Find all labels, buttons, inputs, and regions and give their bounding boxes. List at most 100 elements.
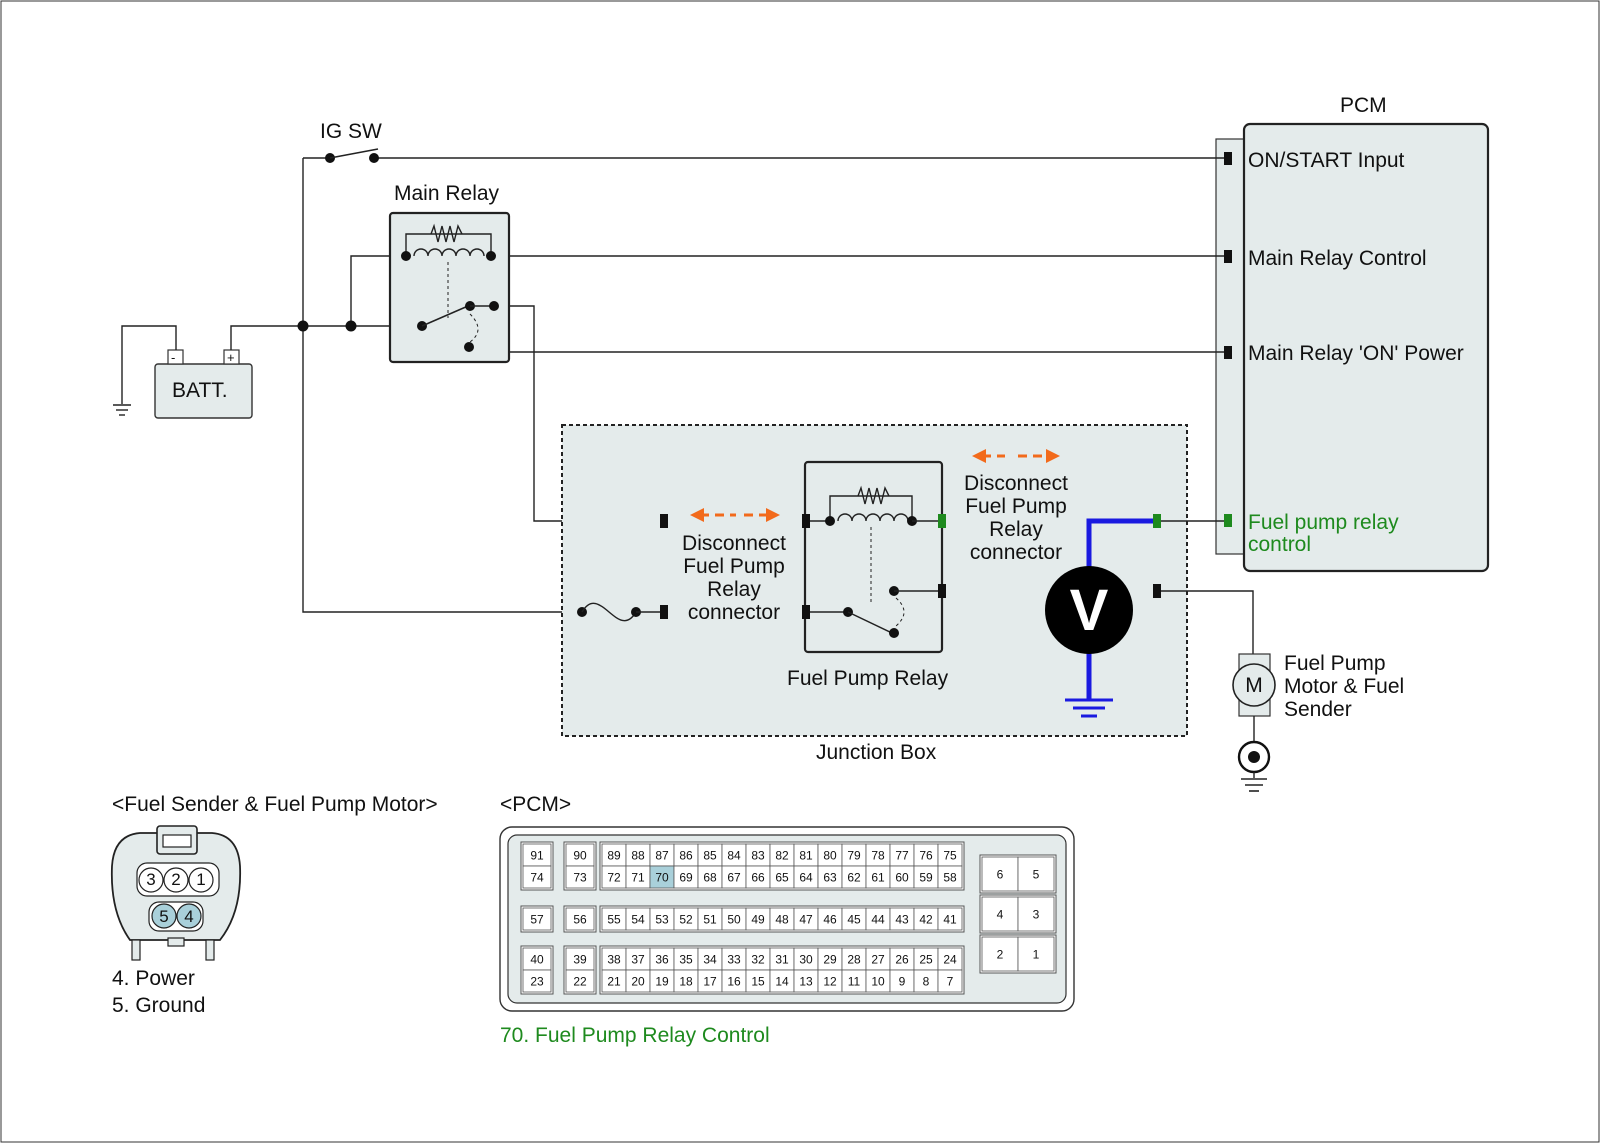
pcm-pin-label: 39: [573, 953, 587, 967]
pcm-pin-label: 70: [655, 871, 669, 885]
pcm-pin-label: 35: [679, 953, 693, 967]
pcm-pin-label: 63: [823, 871, 837, 885]
pcm-pin-label: 60: [895, 871, 909, 885]
pcm-body: [1242, 122, 1490, 573]
pcm-pin-label: 54: [631, 913, 645, 927]
fuel-pump-relay-body: [803, 460, 944, 654]
motor-label: M: [1245, 674, 1263, 697]
fuel-sender-pin-label: 1: [196, 870, 205, 889]
fuel-pump-power-wire: [1161, 590, 1254, 654]
battery-positive-wire: [230, 325, 422, 350]
pcm-pin-label: 1: [1033, 948, 1040, 962]
pcm-pin-label: 15: [751, 975, 765, 989]
pcm-pin-label: 42: [919, 913, 933, 927]
ig-sw-label: IG SW: [320, 120, 382, 143]
pcm-pin-label: 65: [775, 871, 789, 885]
fp-relay-control-pin: [938, 514, 946, 528]
disconnect-arrow-left-head: [972, 449, 986, 463]
pcm-pin-label: 90: [573, 849, 587, 863]
pcm-pin-label: 30: [799, 953, 813, 967]
junction-box-label: Junction Box: [816, 741, 937, 764]
pcm-pin-label: 19: [655, 975, 669, 989]
main-relay-coil: [413, 248, 485, 257]
pcm-pin-main-relay-on-power: [1224, 346, 1232, 359]
pcm-pin-fuel-pump-relay-control: [1224, 514, 1232, 527]
pcm-pin: [1017, 856, 1055, 892]
fuel-sender-pin-label: 5: [159, 907, 168, 926]
fuel-pump-motor: M Fuel Pump Motor & Fuel Sender: [1232, 652, 1404, 792]
pcm-pin-label: 24: [943, 953, 957, 967]
fuel-sender-pin: [163, 867, 189, 893]
pcm-pin-label: 80: [823, 849, 837, 863]
pcm-pin-label: 25: [919, 953, 933, 967]
pcm-pin-on-start: [1224, 152, 1232, 165]
pcm-pin-label: 72: [607, 871, 621, 885]
pcm-module: PCM ON/START Input Main Relay Control Ma…: [1215, 94, 1490, 573]
pcm-label-on-start: ON/START Input: [1248, 149, 1405, 172]
pcm-pin-label: 91: [530, 849, 544, 863]
main-relay-coil-supply-wire: [350, 255, 406, 326]
main-relay-travel: [469, 313, 479, 343]
pcm-pin-label: 66: [751, 871, 765, 885]
pcm-pin-label: 14: [775, 975, 789, 989]
fp-relay-pin: [802, 514, 810, 528]
battery: - + BATT.: [113, 325, 253, 419]
pcm-pin-label: 45: [847, 913, 861, 927]
pcm-pin-label: 68: [703, 871, 717, 885]
pcm-pin-label: 4: [997, 908, 1004, 922]
pcm-pin-label: 81: [799, 849, 813, 863]
fuel-sender-connector: <Fuel Sender & Fuel Pump Motor> 3 2 1 5 …: [110, 793, 438, 1017]
pcm-pin-label: 5: [1033, 868, 1040, 882]
pcm-pin: [1017, 936, 1055, 972]
pcm-pin: [1017, 896, 1055, 932]
pcm-pin: [565, 865, 595, 889]
pcm-pin-label: 83: [751, 849, 765, 863]
main-relay-label: Main Relay: [394, 182, 500, 205]
pcm-pin-label: 77: [895, 849, 909, 863]
fp-relay-switch-blade: [847, 611, 893, 634]
pcm-pin-label: 46: [823, 913, 837, 927]
pcm-pin-label: 34: [703, 953, 717, 967]
pcm-pin-label: 62: [847, 871, 861, 885]
pcm-pin-label: 61: [871, 871, 885, 885]
pcm-pin-label: 27: [871, 953, 885, 967]
pcm-pin-label: 16: [727, 975, 741, 989]
disconnect-label-left: Disconnect Fuel Pump Relay connector: [682, 532, 786, 624]
pcm-pin-label: 17: [703, 975, 717, 989]
pcm-pin-label: 22: [573, 975, 587, 989]
fuel-sender-pin: [188, 867, 214, 893]
fuel-sender-connector-foot: [205, 939, 215, 961]
voltmeter-label: V: [1070, 578, 1109, 643]
disconnect-right-line1: Disconnect: [964, 472, 1068, 495]
fuel-sender-connector-key: [167, 937, 185, 947]
pcm-pin-label: 89: [607, 849, 621, 863]
battery-body: [154, 363, 253, 419]
disconnect-left-line1: Disconnect: [682, 532, 786, 555]
fp-relay-resistor: [857, 485, 890, 505]
pcm-pin-label: 51: [703, 913, 717, 927]
pcm-pin-label: 56: [573, 913, 587, 927]
pcm-pin-label: 58: [943, 871, 957, 885]
pcm-pin-label: 38: [607, 953, 621, 967]
pcm-pin-label: 13: [799, 975, 813, 989]
fp-relay-coil: [837, 513, 909, 522]
pcm-pin-label: 44: [871, 913, 885, 927]
junction-dot: [297, 320, 309, 332]
pcm-pin-label: 7: [947, 975, 954, 989]
fp-relay-pin: [802, 605, 810, 619]
junction-dot: [345, 320, 357, 332]
fp-relay-switch-contact: [889, 628, 899, 638]
disconnect-left-line4: connector: [688, 601, 780, 624]
pcm-pin-label: 2: [997, 948, 1004, 962]
main-relay-coil-terminal: [486, 251, 496, 261]
pcm-pin: [522, 969, 552, 993]
pcm-pin-label: 3: [1033, 908, 1040, 922]
pcm-pin-label: 10: [871, 975, 885, 989]
pcm-pin-label: 86: [679, 849, 693, 863]
pcm-pin-label: 32: [751, 953, 765, 967]
junction-box: Junction Box Disconnect Fuel Pump Relay …: [561, 424, 1188, 764]
pcm-pin-label: 74: [530, 871, 544, 885]
